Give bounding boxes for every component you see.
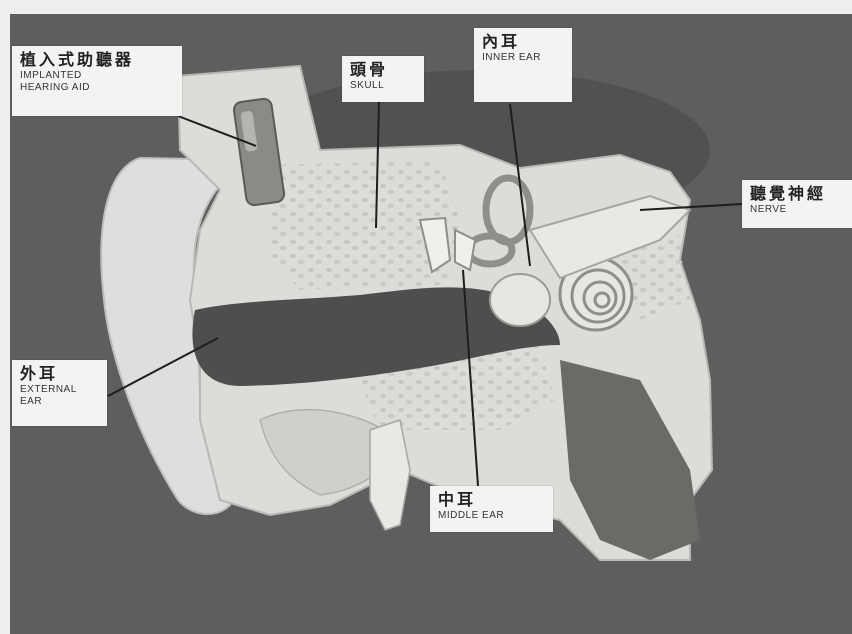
paper-margin-left xyxy=(0,0,10,634)
label-middle-ear-zh: 中耳 xyxy=(438,490,545,510)
label-implanted-hearing-aid-zh: 植入式助聽器 xyxy=(20,50,174,70)
label-nerve: 聽覺神經 NERVE xyxy=(742,180,852,228)
label-external-ear-zh: 外耳 xyxy=(20,364,99,384)
label-inner-ear: 內耳 INNER EAR xyxy=(474,28,572,102)
label-nerve-en: NERVE xyxy=(750,204,848,216)
vestibule xyxy=(490,274,550,326)
label-implanted-hearing-aid-en: IMPLANTED HEARING AID xyxy=(20,70,174,94)
label-implanted-hearing-aid: 植入式助聽器 IMPLANTED HEARING AID xyxy=(12,46,182,116)
label-skull-zh: 頭骨 xyxy=(350,60,416,80)
label-nerve-zh: 聽覺神經 xyxy=(750,184,848,204)
label-external-ear: 外耳 EXTERNAL EAR xyxy=(12,360,107,426)
label-middle-ear: 中耳 MIDDLE EAR xyxy=(430,486,553,532)
label-skull-en: SKULL xyxy=(350,80,416,92)
label-middle-ear-en: MIDDLE EAR xyxy=(438,510,545,522)
paper-margin-top xyxy=(0,0,852,14)
label-inner-ear-en: INNER EAR xyxy=(482,52,564,64)
label-inner-ear-zh: 內耳 xyxy=(482,32,564,52)
label-skull: 頭骨 SKULL xyxy=(342,56,424,102)
label-external-ear-en: EXTERNAL EAR xyxy=(20,384,99,408)
